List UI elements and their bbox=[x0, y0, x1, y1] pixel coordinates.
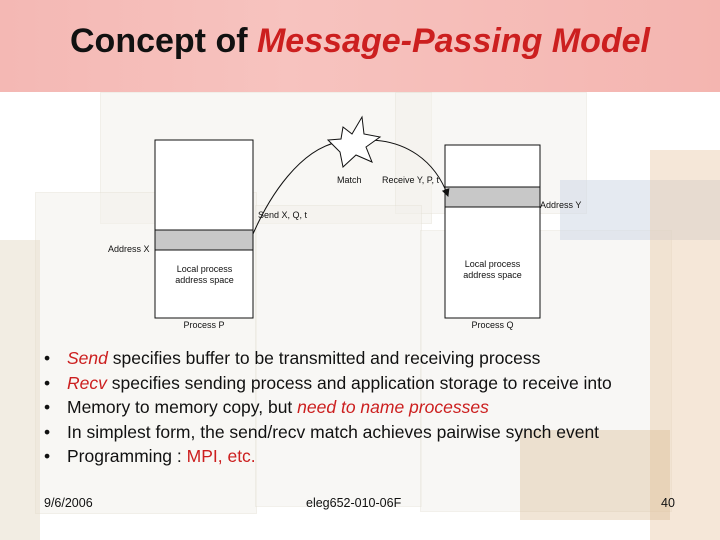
left-space-line2: address space bbox=[175, 275, 234, 285]
list-item: • Memory to memory copy, but need to name… bbox=[44, 395, 704, 420]
address-y-region bbox=[445, 187, 540, 207]
process-p-label: Process P bbox=[155, 320, 253, 330]
bullet-list: • Send specifies buffer to be transmitted… bbox=[44, 346, 704, 469]
bullet-marker: • bbox=[44, 444, 50, 469]
bullet-emphasis: Send bbox=[67, 348, 108, 368]
process-p-box bbox=[155, 140, 253, 318]
right-address-space-label: Local process address space bbox=[445, 259, 540, 281]
match-label: Match bbox=[337, 175, 362, 185]
bullet-marker: • bbox=[44, 371, 50, 396]
footer-date: 9/6/2006 bbox=[44, 496, 93, 510]
bullet-text: specifies buffer to be transmitted and r… bbox=[108, 348, 541, 368]
process-q-box bbox=[445, 145, 540, 318]
list-item: • Recv specifies sending process and appl… bbox=[44, 371, 704, 396]
bullet-text: Programming : bbox=[67, 446, 187, 466]
process-q-label: Process Q bbox=[445, 320, 540, 330]
address-x-region bbox=[155, 230, 253, 250]
left-address-space-label: Local process address space bbox=[157, 264, 252, 286]
bullet-text: specifies sending process and applicatio… bbox=[107, 373, 612, 393]
receive-arc bbox=[368, 140, 448, 196]
send-label: Send X, Q, t bbox=[258, 210, 307, 220]
bullet-text: Memory to memory copy, but bbox=[67, 397, 297, 417]
right-space-line2: address space bbox=[463, 270, 522, 280]
bullet-text: In simplest form, the send/recv match ac… bbox=[67, 422, 599, 442]
bullet-marker: • bbox=[44, 395, 50, 420]
address-x-label: Address X bbox=[108, 244, 150, 254]
match-star-icon bbox=[328, 117, 380, 167]
list-item: • Send specifies buffer to be transmitted… bbox=[44, 346, 704, 371]
bullet-emphasis: need to name processes bbox=[297, 397, 489, 417]
bullet-emphasis: Recv bbox=[67, 373, 107, 393]
bullet-marker: • bbox=[44, 420, 50, 445]
right-space-line1: Local process bbox=[465, 259, 521, 269]
footer-course: eleg652-010-06F bbox=[306, 496, 401, 510]
receive-label: Receive Y, P, t bbox=[382, 175, 439, 185]
bullet-emphasis: MPI, etc. bbox=[187, 446, 256, 466]
slide-number: 40 bbox=[661, 496, 675, 510]
address-y-label: Address Y bbox=[540, 200, 581, 210]
list-item: • In simplest form, the send/recv match a… bbox=[44, 420, 704, 445]
send-arc bbox=[253, 142, 338, 234]
list-item: • Programming : MPI, etc. bbox=[44, 444, 704, 469]
bullet-marker: • bbox=[44, 346, 50, 371]
left-space-line1: Local process bbox=[177, 264, 233, 274]
